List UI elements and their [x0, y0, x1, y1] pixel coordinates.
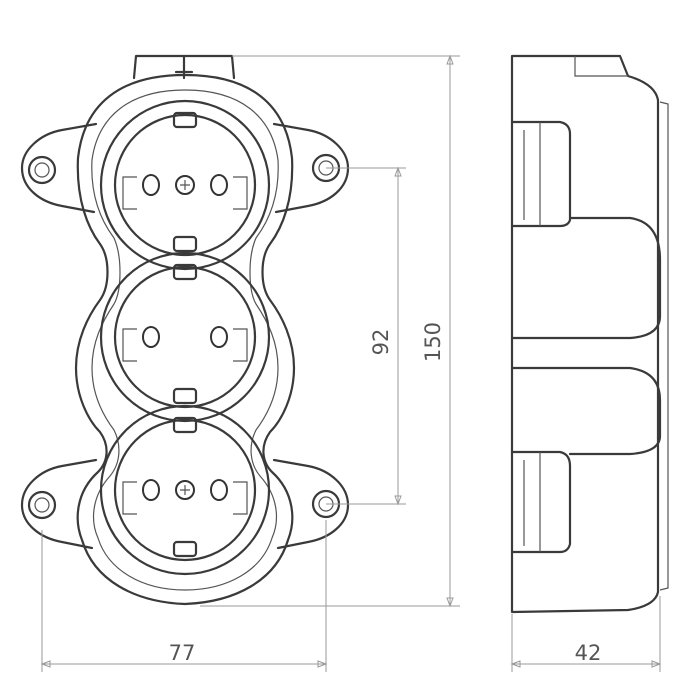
- pin-hole-left: [142, 174, 160, 196]
- dimension-spacing-label: 92: [369, 329, 393, 356]
- mounting-ear-top-left: [20, 122, 98, 214]
- side-view: [510, 54, 669, 614]
- dimension-spacing: 92: [326, 166, 406, 506]
- socket-outlet-middle: [99, 251, 271, 423]
- center-screw-icon: [175, 480, 195, 500]
- socket-outlet-top: [99, 99, 271, 271]
- center-screw-icon: [175, 175, 195, 195]
- socket-body-inner-contour: [91, 89, 279, 591]
- pin-hole-right: [210, 174, 228, 196]
- dimension-width: 77: [40, 520, 328, 672]
- pin-hole-right: [210, 326, 228, 348]
- dimension-height-label: 150: [421, 322, 445, 362]
- side-body-outline: [510, 54, 660, 614]
- dimension-depth-label: 42: [575, 641, 602, 665]
- dimension-width-label: 77: [169, 641, 196, 665]
- pin-hole-left: [142, 326, 160, 348]
- socket-body-outline: [74, 73, 296, 606]
- pin-hole-left: [142, 479, 160, 501]
- mounting-ear-bottom-left: [20, 458, 98, 550]
- front-view: [20, 54, 350, 606]
- socket-outlet-bottom: [99, 404, 271, 576]
- side-plug-housing-top: [510, 120, 572, 228]
- pin-hole-right: [210, 479, 228, 501]
- side-plug-housing-bottom: [510, 450, 572, 554]
- dimension-height: 150: [200, 54, 460, 608]
- dimension-depth: 42: [510, 596, 662, 672]
